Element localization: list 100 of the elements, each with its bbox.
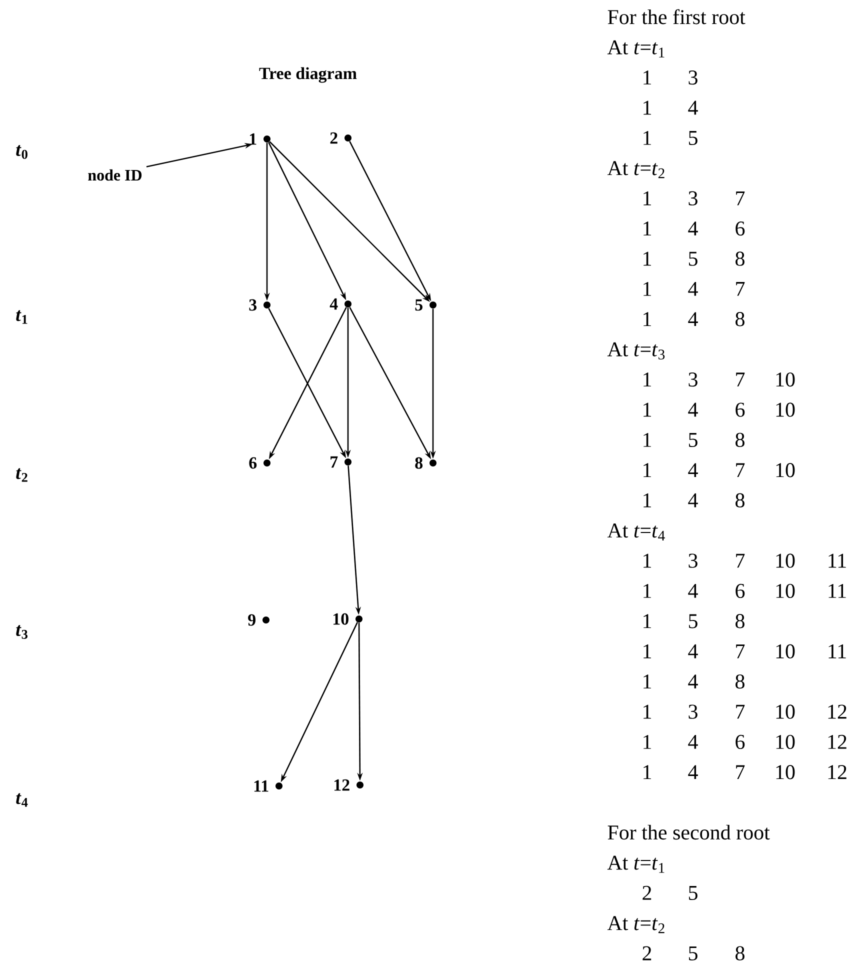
node-number: 11	[828, 554, 846, 568]
node-number: 4	[688, 463, 698, 477]
node-number: 1	[644, 402, 651, 417]
node-number: 8	[736, 674, 744, 689]
node-number: 7	[736, 644, 745, 658]
node-label: 7	[330, 456, 338, 468]
node-number: 3	[688, 554, 698, 568]
node-label: 2	[330, 132, 338, 144]
node-number: 5	[688, 886, 698, 900]
node-number: 4	[688, 674, 698, 688]
node-number: 5	[688, 433, 698, 447]
heading-text: At t=t$_{4}$	[607, 524, 665, 541]
node-number: 10	[776, 644, 795, 658]
heading-text: At t=t$_{1}$	[607, 856, 664, 873]
node-number: 8	[736, 252, 744, 266]
time-label: t$_{2}$	[16, 468, 28, 482]
time-label: t$_{0}$	[16, 145, 28, 159]
node-number: 3	[688, 70, 698, 85]
heading-text: At t=t$_{3}$	[607, 342, 665, 360]
node-number: 1	[644, 252, 651, 266]
callout-text: node ID	[88, 169, 142, 181]
node-number: 10	[776, 402, 795, 417]
node-number: 7	[736, 372, 745, 386]
node-number: 12	[828, 734, 846, 749]
node-number: 10	[776, 554, 795, 568]
node-number: 1	[644, 191, 651, 206]
node-number: 4	[688, 402, 698, 417]
time-label: t$_{1}$	[16, 310, 28, 324]
diagram-title: Tree diagram	[259, 67, 357, 83]
node-number: 1	[644, 704, 651, 719]
node-number: 5	[688, 946, 698, 960]
heading-text: For the first root	[608, 9, 746, 24]
node-number: 7	[736, 463, 745, 477]
node-number: 8	[736, 432, 744, 447]
node-number: 1	[644, 130, 651, 145]
node-number: 1	[644, 493, 651, 508]
node-number: 1	[644, 674, 651, 688]
node-number: 10	[776, 734, 795, 749]
node-number: 4	[688, 765, 698, 779]
node-number: 11	[828, 584, 846, 598]
node-number: 7	[736, 191, 745, 206]
node-number: 12	[828, 765, 846, 779]
node-label: 12	[334, 779, 350, 791]
heading-text: For the second root	[608, 824, 770, 840]
node-number: 1	[644, 644, 651, 658]
node-number: 1	[644, 584, 651, 598]
node-number: 4	[688, 644, 698, 658]
node-number: 1	[644, 432, 651, 447]
node-label: 8	[415, 457, 423, 469]
heading-text: At t=t$_{2}$	[607, 161, 664, 178]
node-number: 1	[644, 765, 651, 779]
node-number: 10	[776, 704, 795, 719]
node-number: 2	[642, 946, 652, 960]
node-number: 7	[736, 554, 745, 568]
node-number: 7	[736, 765, 745, 779]
node-number: 1	[644, 100, 651, 115]
node-label: 1	[250, 133, 256, 145]
node-number: 5	[688, 252, 698, 266]
node-number: 1	[644, 312, 651, 326]
heading-text: At t=t$_{1}$	[607, 40, 664, 58]
node-label: 11	[254, 780, 268, 792]
node-label: 3	[249, 299, 257, 311]
node-label: 5	[415, 299, 422, 311]
node-label: 6	[249, 457, 257, 469]
node-number: 1	[644, 463, 651, 477]
node-number: 5	[688, 131, 698, 145]
node-number: 1	[644, 372, 651, 386]
node-number: 4	[688, 584, 698, 598]
node-number: 8	[736, 493, 744, 508]
node-number: 11	[828, 644, 846, 658]
heading-text: At t=t$_{2}$	[607, 916, 664, 934]
node-number: 10	[776, 463, 795, 478]
node-number: 4	[688, 100, 698, 115]
node-number: 2	[642, 886, 652, 900]
node-number: 10	[776, 372, 795, 387]
node-number: 4	[688, 493, 698, 508]
node-number: 1	[644, 734, 651, 749]
node-number: 8	[736, 312, 744, 326]
node-number: 8	[736, 946, 744, 960]
node-number: 10	[776, 584, 795, 598]
node-number: 6	[736, 584, 745, 598]
node-number: 6	[736, 734, 745, 749]
node-number: 8	[736, 614, 744, 628]
node-number: 3	[688, 191, 698, 206]
node-number: 12	[828, 704, 846, 719]
node-number: 7	[736, 282, 745, 296]
node-number: 1	[644, 614, 651, 628]
node-number: 1	[644, 70, 651, 84]
node-number: 4	[688, 282, 698, 296]
node-number: 5	[688, 614, 698, 628]
node-number: 1	[644, 222, 651, 236]
node-number: 6	[736, 222, 745, 236]
node-number: 3	[688, 372, 698, 387]
time-label: t$_{4}$	[16, 793, 28, 807]
node-label: 10	[333, 613, 348, 625]
node-number: 1	[644, 554, 651, 568]
node-number: 4	[688, 222, 698, 236]
node-number: 1	[644, 282, 651, 296]
node-number: 4	[688, 312, 698, 326]
time-label: t$_{3}$	[16, 625, 28, 639]
